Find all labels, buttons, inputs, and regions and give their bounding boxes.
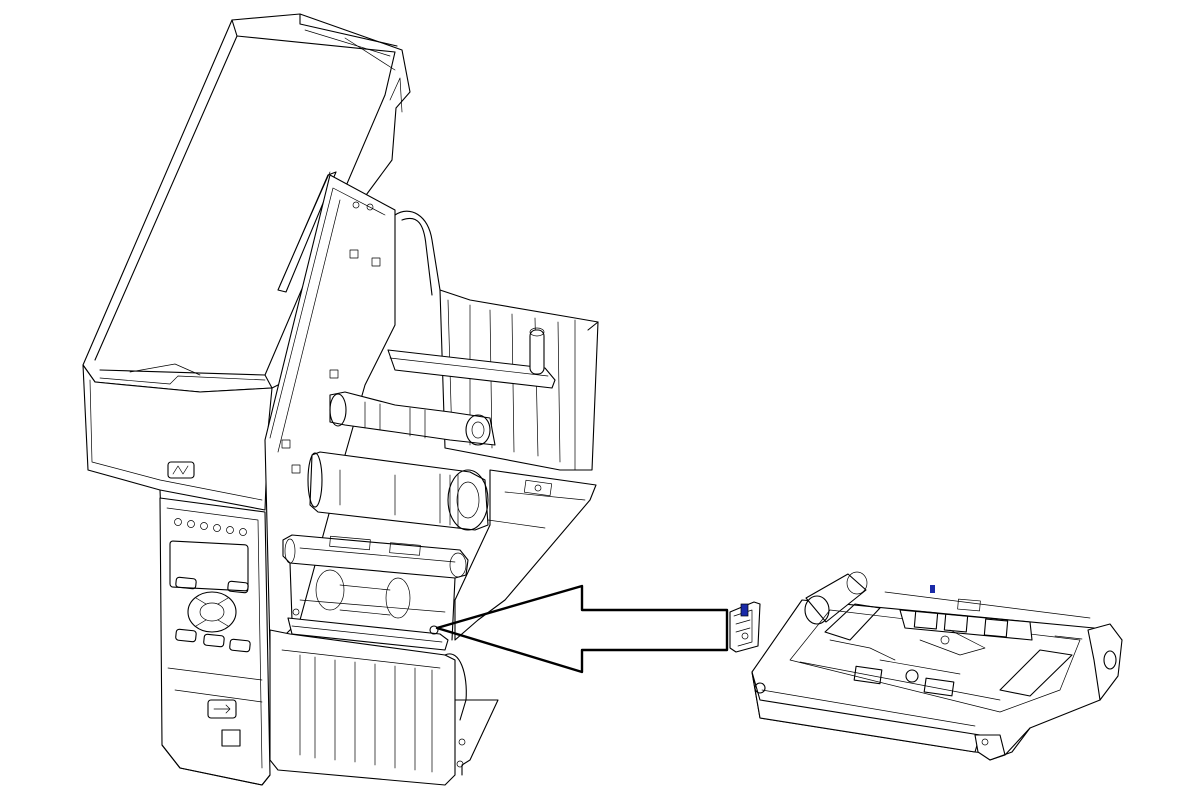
tray-end-cap: [1054, 623, 1123, 701]
logo-badge: [167, 461, 195, 479]
sensor-clip-part: [729, 601, 761, 653]
soft-key-left-icon: [175, 576, 197, 590]
printhead-bay: [282, 534, 469, 641]
key-right-icon: [229, 638, 251, 653]
lid-handle: [277, 171, 337, 293]
printer-body: [82, 364, 273, 566]
ribbon-spindle: [329, 391, 496, 446]
printer-illustration: [82, 13, 599, 786]
tray-lower-mechanism: [853, 659, 961, 697]
navigation-pad-icon: [187, 591, 237, 633]
printhead-tray-assembly: [751, 571, 1123, 761]
sensor-clip-accent: [740, 603, 749, 617]
status-led-icons: [174, 518, 247, 536]
tray-roller-icon: [804, 571, 868, 625]
tray-accent-mark: [930, 585, 935, 593]
media-hanger: [387, 327, 556, 389]
usb-port-icon: [207, 699, 237, 719]
tray-pivot-left-icon: [754, 682, 766, 694]
key-left-icon: [175, 628, 197, 643]
ribbon-arm: [394, 210, 446, 301]
lower-door: [269, 629, 499, 786]
printer-base: [161, 744, 271, 786]
key-mid-icon: [203, 633, 225, 648]
media-deck: [454, 469, 597, 641]
platen-roller: [287, 608, 449, 651]
hollow-arrow-left-icon: [435, 584, 729, 674]
soft-key-right-icon: [227, 580, 249, 594]
lower-port-icon: [221, 729, 241, 747]
takeup-spindle: [307, 451, 489, 531]
control-panel: [159, 497, 271, 786]
tray-latch-mechanism: [899, 598, 1033, 656]
lcd-display: [169, 540, 249, 592]
